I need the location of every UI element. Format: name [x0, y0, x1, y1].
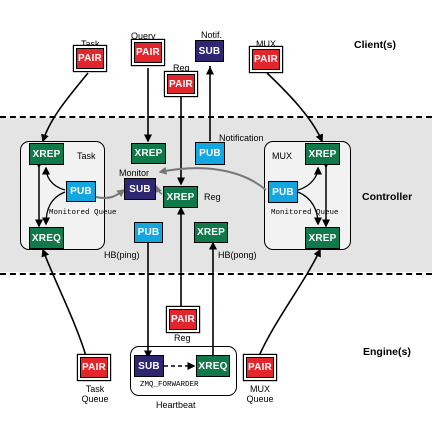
task-engine-link [41, 248, 87, 357]
mux-monitored-queue-label: Monitored Queue [271, 209, 339, 217]
reg-client-pair-socket: PAIR [167, 74, 195, 94]
task-queue-pair-socket: PAIR [80, 357, 108, 378]
task-pub-socket: PUB [66, 181, 96, 202]
task-client-pair-socket: PAIR [76, 48, 104, 69]
forwarder-sub-socket: SUB [134, 355, 164, 377]
reg-engine-pair-socket: PAIR [169, 309, 197, 330]
reg-engine-label: Reg [174, 333, 191, 343]
mux-client-link [266, 72, 324, 143]
mux-xrep-lower-socket: XREP [305, 227, 340, 249]
tier-label-engine: Engine(s) [363, 346, 411, 358]
query-client-label: Query [131, 31, 156, 41]
heartbeat-label: Heartbeat [156, 400, 196, 410]
hb-pong-label: HB(pong) [218, 250, 257, 260]
reg-controller-label: Reg [204, 192, 221, 202]
query-xrep-socket: XREP [131, 143, 166, 164]
task-monitored-queue-label: Monitored Queue [49, 209, 117, 217]
controller-engine-separator [0, 273, 432, 275]
reg-monitor-link [154, 184, 163, 195]
mux-queue-label: MUX Queue [246, 384, 274, 404]
reg-xrep-socket: XREP [163, 186, 198, 208]
hb-ping-label: HB(ping) [104, 250, 140, 260]
query-client-pair-socket: PAIR [134, 42, 162, 63]
tier-label-client: Client(s) [354, 39, 396, 51]
monitor-sub-socket: SUB [124, 178, 156, 200]
mux-pub-socket: PUB [268, 181, 298, 203]
mux-monitor-link [158, 166, 267, 191]
mux-queue-pair-socket: PAIR [246, 357, 274, 378]
task-client-label: Task [81, 39, 100, 49]
task-xreq-socket: XREQ [29, 227, 64, 249]
monitor-label: Monitor [119, 168, 150, 178]
notif-client-label: Notif. [201, 30, 223, 40]
task-client-link [41, 72, 89, 143]
hb-pong-xrep-socket: XREP [194, 222, 228, 243]
hb-ping-pub-socket: PUB [134, 222, 163, 243]
task-queue-label: Task Queue [81, 384, 109, 404]
mux-group-label: MUX [272, 151, 292, 161]
forwarder-xreq-socket: XREQ [196, 355, 230, 377]
mux-client-label: MUX [256, 39, 276, 49]
client-controller-separator [0, 116, 432, 118]
notification-pub-socket: PUB [195, 142, 225, 165]
mux-engine-link [258, 248, 321, 357]
task-monitor-link [95, 189, 126, 200]
task-group-label: Task [77, 151, 96, 161]
mux-xrep-socket: XREP [305, 143, 340, 165]
mux-client-pair-socket: PAIR [252, 49, 280, 70]
reg-client-label: Reg [173, 63, 190, 73]
task-xrep-socket: XREP [29, 143, 64, 165]
notification-label: Notification [219, 133, 264, 143]
tier-label-controller: Controller [362, 191, 413, 203]
forwarder-label: ZMQ_FORWARDER [140, 381, 199, 389]
notif-client-sub-socket: SUB [195, 40, 224, 62]
